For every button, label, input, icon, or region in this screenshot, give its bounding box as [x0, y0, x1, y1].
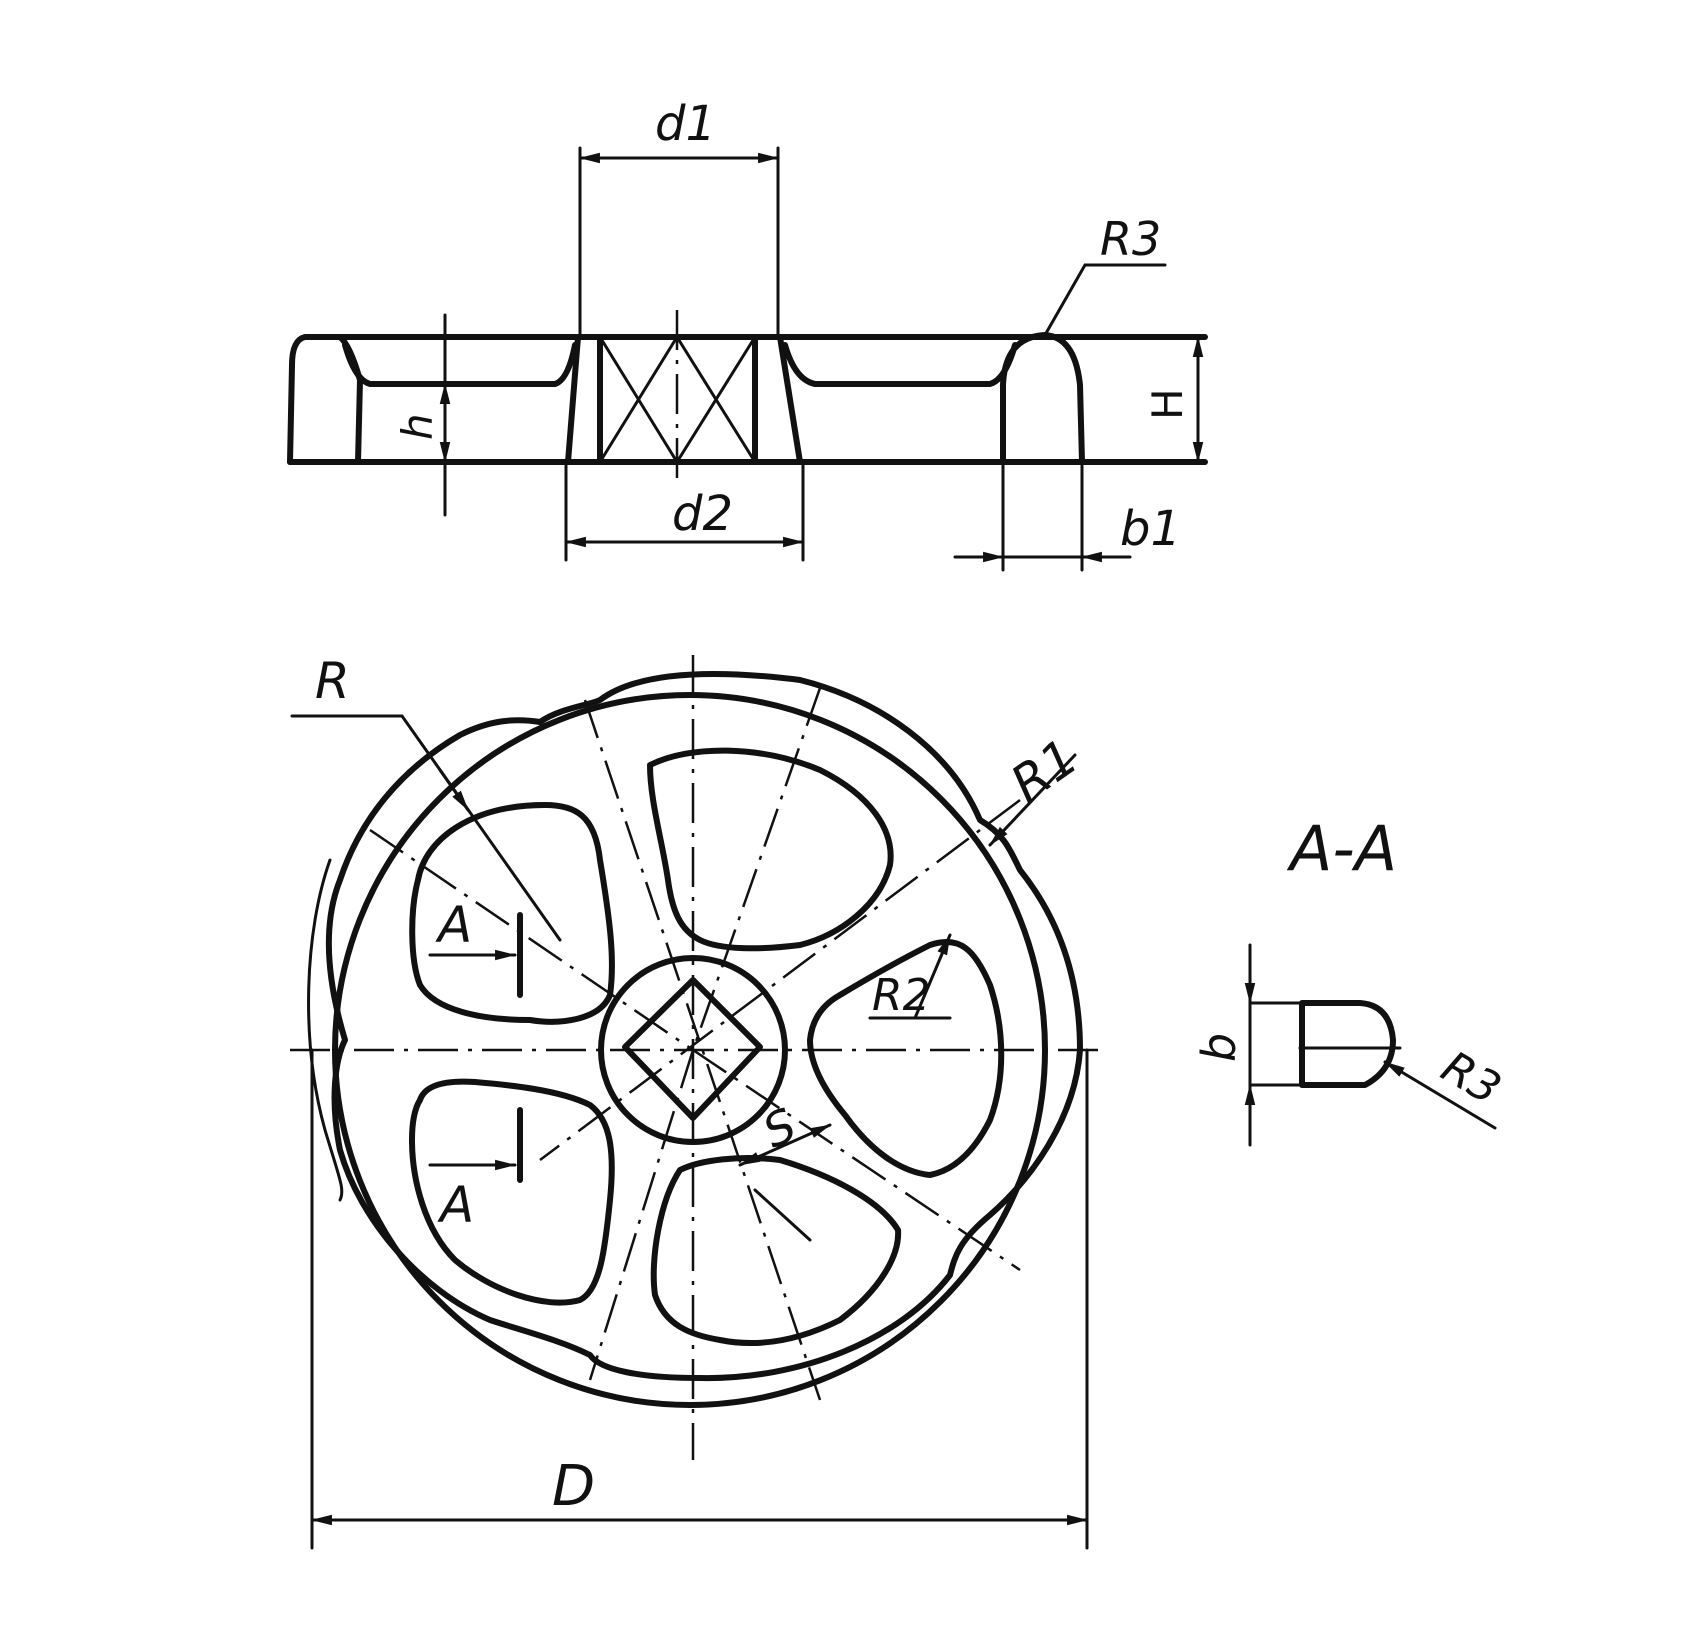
r-leader-arrow: [438, 768, 470, 812]
s-extension-line: [753, 1188, 812, 1242]
spoke-axis-lower-left: [539, 799, 1021, 1161]
d2-label: d2: [672, 486, 733, 542]
height-H-label: H: [1143, 388, 1192, 420]
d1-label: d1: [655, 96, 716, 152]
window-top-left: [409, 802, 615, 1025]
section-a-a: A-A b R3: [1192, 812, 1509, 1147]
hub-cross-line: [598, 335, 679, 464]
window-bottom-left: [409, 1078, 615, 1306]
spoke-axis-upper-right: [691, 687, 822, 1051]
spoke-axis-lower-right: [692, 1048, 1021, 1272]
r2-label: R2: [872, 970, 931, 1021]
outer-wavy-contour: [325, 671, 1083, 1382]
top-view: R R1 R2 S A A D: [290, 652, 1100, 1550]
d-label: D: [552, 1454, 595, 1519]
right-recess-line: [782, 342, 1018, 387]
r2-leader: [913, 933, 952, 1020]
spoke-axis-upper-left: [369, 828, 694, 1052]
r-leader: [290, 714, 562, 942]
section-label-upper: A: [435, 896, 472, 954]
r3-label-section: R3: [1433, 1042, 1509, 1115]
hub-cross-line: [675, 335, 757, 464]
r1-leader: [988, 753, 1077, 847]
hub-right-wall: [752, 334, 803, 465]
side-view: d1 d2 R3 H h b1: [287, 96, 1208, 572]
section-profile: [1299, 1000, 1396, 1088]
s-dimension-line: [738, 1123, 832, 1167]
window-right: [807, 938, 1005, 1178]
spoke-axis-diagonal: [583, 699, 822, 1401]
section-title: A-A: [1286, 812, 1397, 885]
s-label: S: [755, 1097, 804, 1158]
r3-label-side: R3: [1100, 212, 1161, 266]
b1-label: b1: [1120, 501, 1181, 557]
window-top: [647, 747, 894, 952]
r3-section-leader: [1383, 1060, 1497, 1130]
section-label-lower: A: [437, 1176, 474, 1234]
window-bottom: [650, 1155, 902, 1347]
r-label: R: [315, 652, 350, 710]
left-recess-line: [342, 342, 578, 387]
outer-guide-arc: [307, 858, 344, 1202]
r3-leader: [1043, 263, 1167, 337]
h-label: h: [393, 413, 442, 440]
b-label: b: [1192, 1033, 1246, 1062]
spoke-axis-bottom: [588, 1049, 695, 1381]
r1-label: R1: [1001, 728, 1089, 814]
